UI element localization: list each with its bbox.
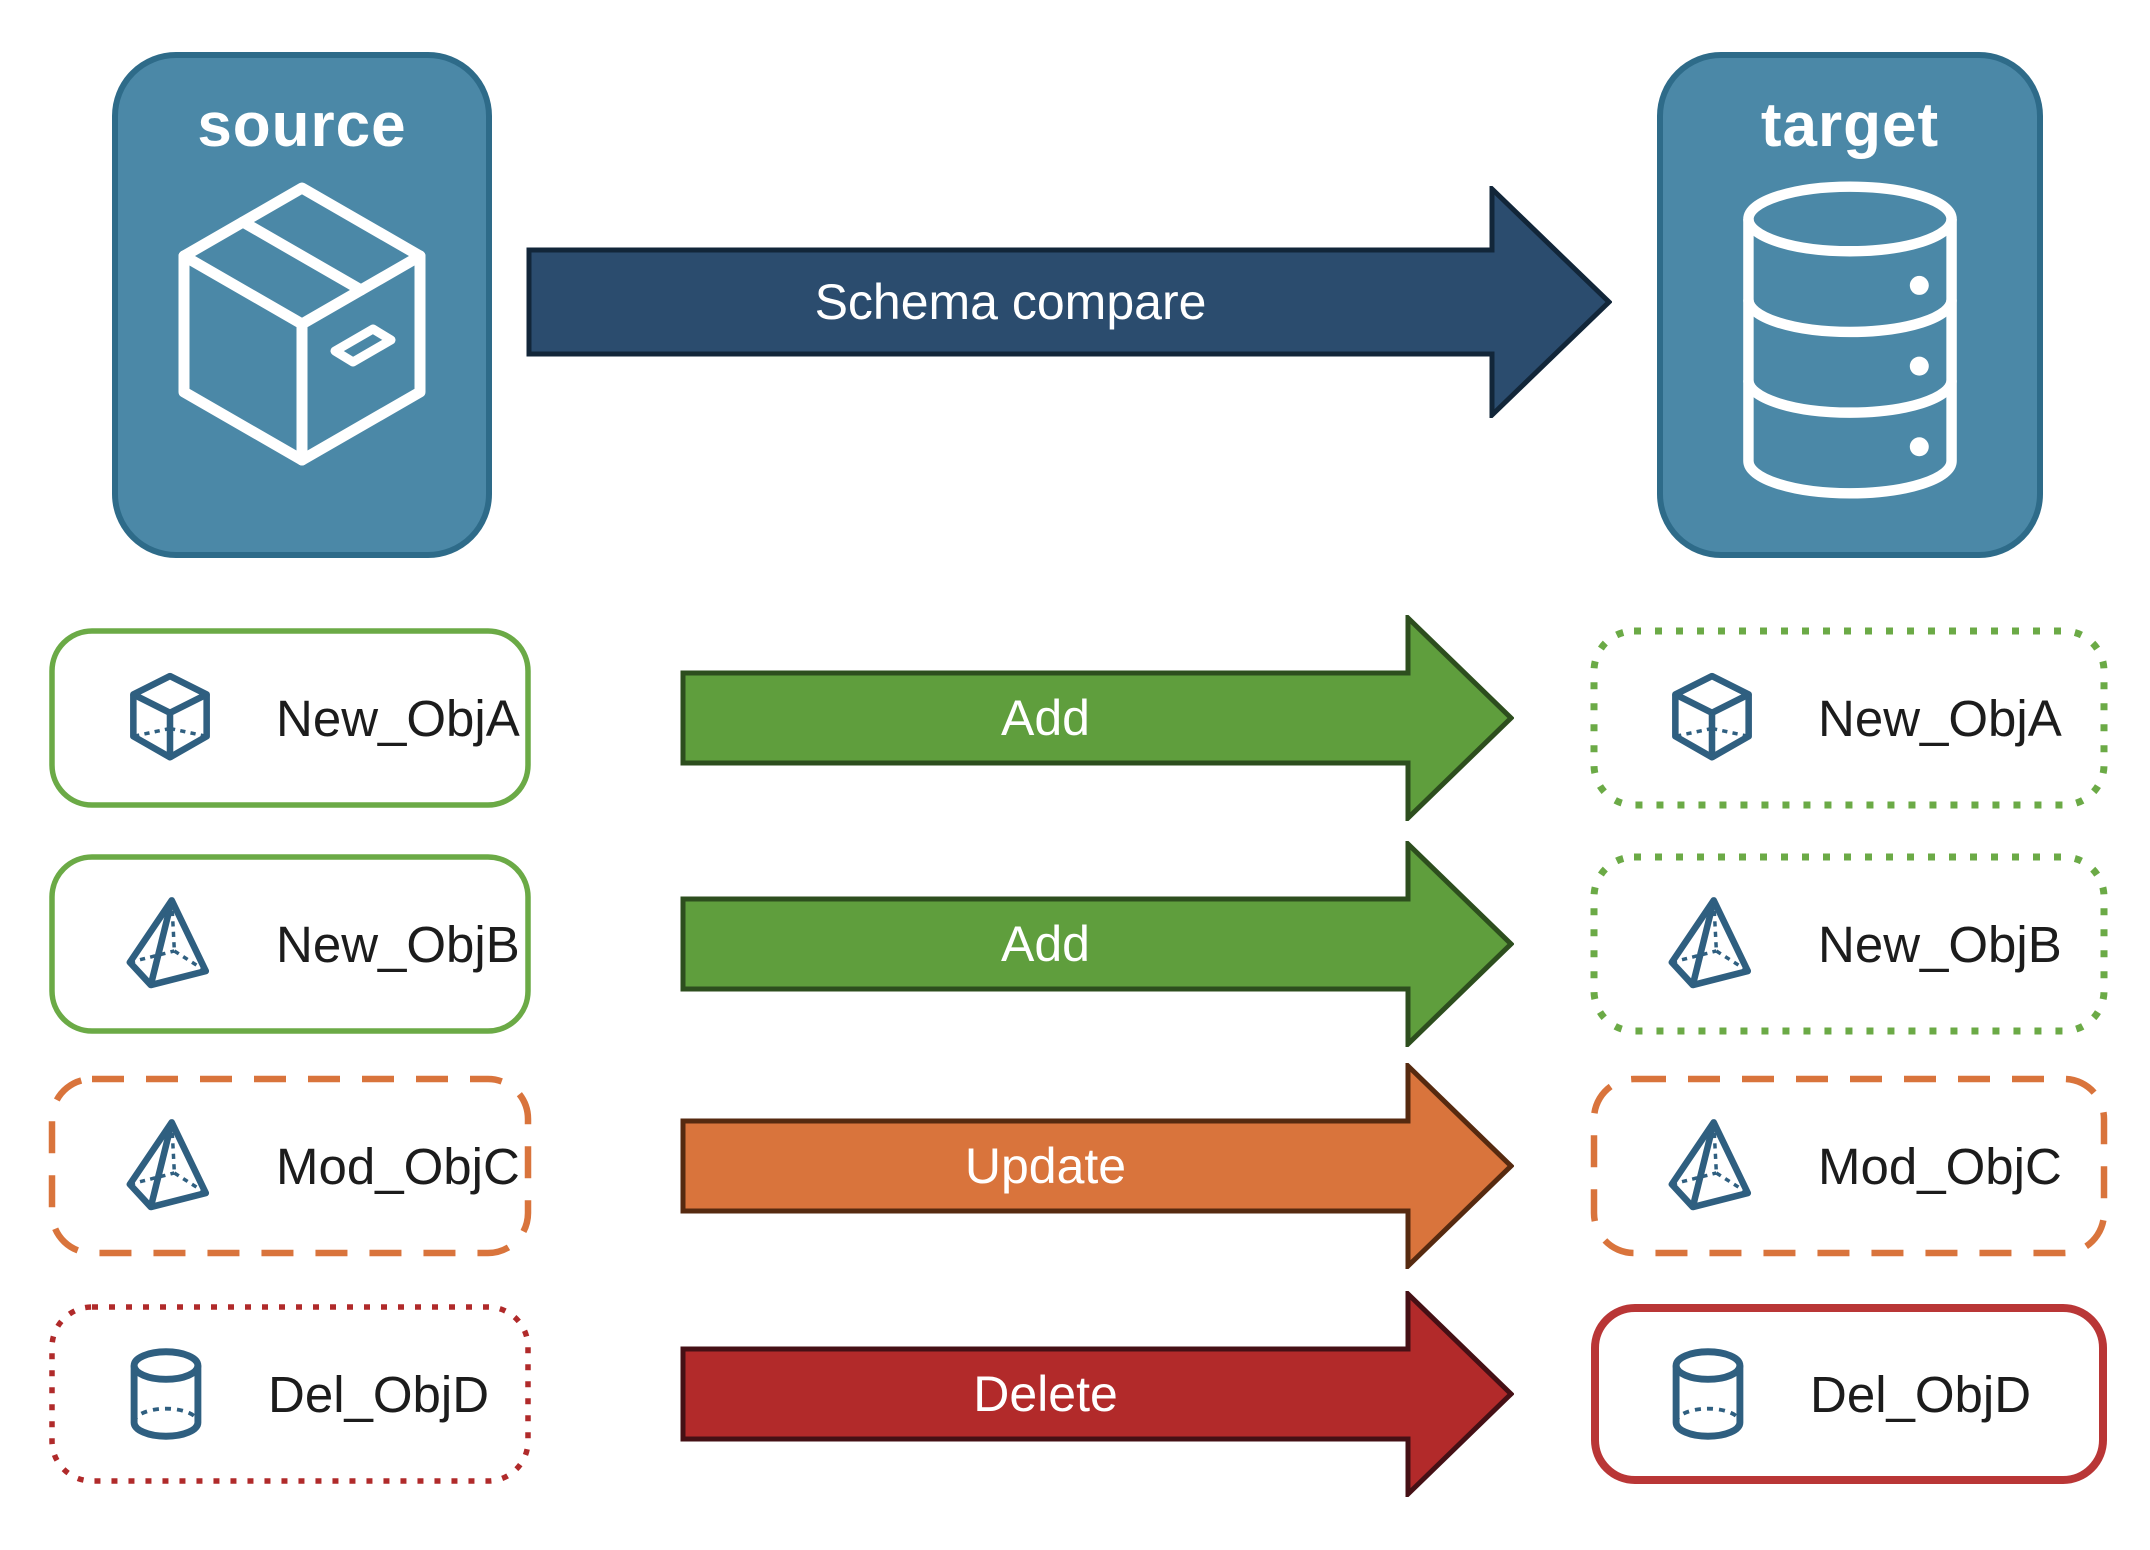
object-label: Mod_ObjC xyxy=(276,1137,520,1195)
solid-green-border xyxy=(49,854,531,1034)
cylinder-icon xyxy=(130,1348,202,1440)
delete-arrow: Delete xyxy=(680,1291,1514,1497)
target-object-new-objb: New_ObjB xyxy=(1590,853,2108,1035)
add-arrow-label: Add xyxy=(1001,690,1090,746)
source-panel: source xyxy=(112,52,492,558)
source-object-mod-objc: Mod_ObjC xyxy=(48,1075,532,1257)
delete-arrow-shape xyxy=(680,1291,1514,1497)
add-arrow-shape xyxy=(680,841,1514,1047)
object-label: New_ObjB xyxy=(276,915,520,973)
dashed-orange-border xyxy=(1590,1075,2108,1257)
schema-compare-label: Schema compare xyxy=(814,274,1207,330)
pyramid-icon xyxy=(1668,1119,1752,1211)
dotted-green-border xyxy=(1590,853,2108,1035)
cube-icon xyxy=(130,672,210,761)
pyramid-icon xyxy=(126,897,210,989)
object-label: New_ObjA xyxy=(1818,689,2062,747)
object-label: Del_ObjD xyxy=(1810,1365,2032,1423)
dashed-orange-border xyxy=(48,1075,532,1257)
target-panel-title: target xyxy=(1760,91,1940,160)
add-arrow-label: Add xyxy=(1001,916,1090,972)
update-arrow: Update xyxy=(680,1063,1514,1269)
target-panel: target xyxy=(1657,52,2043,558)
target-object-mod-objc: Mod_ObjC xyxy=(1590,1075,2108,1257)
database-icon xyxy=(1743,181,1957,499)
dotted-green-border xyxy=(1590,627,2108,809)
add-arrow-shape xyxy=(680,615,1514,821)
schema-compare-arrow-shape xyxy=(526,186,1612,418)
object-label: New_ObjB xyxy=(1818,915,2062,973)
solid-green-border xyxy=(49,628,531,808)
pyramid-icon xyxy=(1668,897,1752,989)
object-label: Del_ObjD xyxy=(268,1365,490,1423)
update-arrow-label: Update xyxy=(964,1138,1127,1194)
cylinder-icon xyxy=(1672,1348,1744,1440)
schema-compare-arrow: Schema compare xyxy=(526,186,1612,418)
cube-icon xyxy=(1672,672,1752,761)
object-label: New_ObjA xyxy=(276,689,520,747)
update-arrow-shape xyxy=(680,1063,1514,1269)
solid-red-border xyxy=(1591,1304,2107,1484)
add-arrow-row2: Add xyxy=(680,841,1514,1047)
add-arrow-row1: Add xyxy=(680,615,1514,821)
source-object-new-objb: New_ObjB xyxy=(48,853,532,1035)
delete-arrow-label: Delete xyxy=(973,1366,1118,1422)
pyramid-icon xyxy=(126,1119,210,1211)
object-label: Mod_ObjC xyxy=(1818,1137,2062,1195)
source-object-del-objd: Del_ObjD xyxy=(48,1303,532,1485)
package-icon xyxy=(178,182,426,466)
target-object-new-obja: New_ObjA xyxy=(1590,627,2108,809)
target-object-del-objd: Del_ObjD xyxy=(1590,1303,2108,1485)
source-panel-title: source xyxy=(197,91,407,160)
source-object-new-obja: New_ObjA xyxy=(48,627,532,809)
